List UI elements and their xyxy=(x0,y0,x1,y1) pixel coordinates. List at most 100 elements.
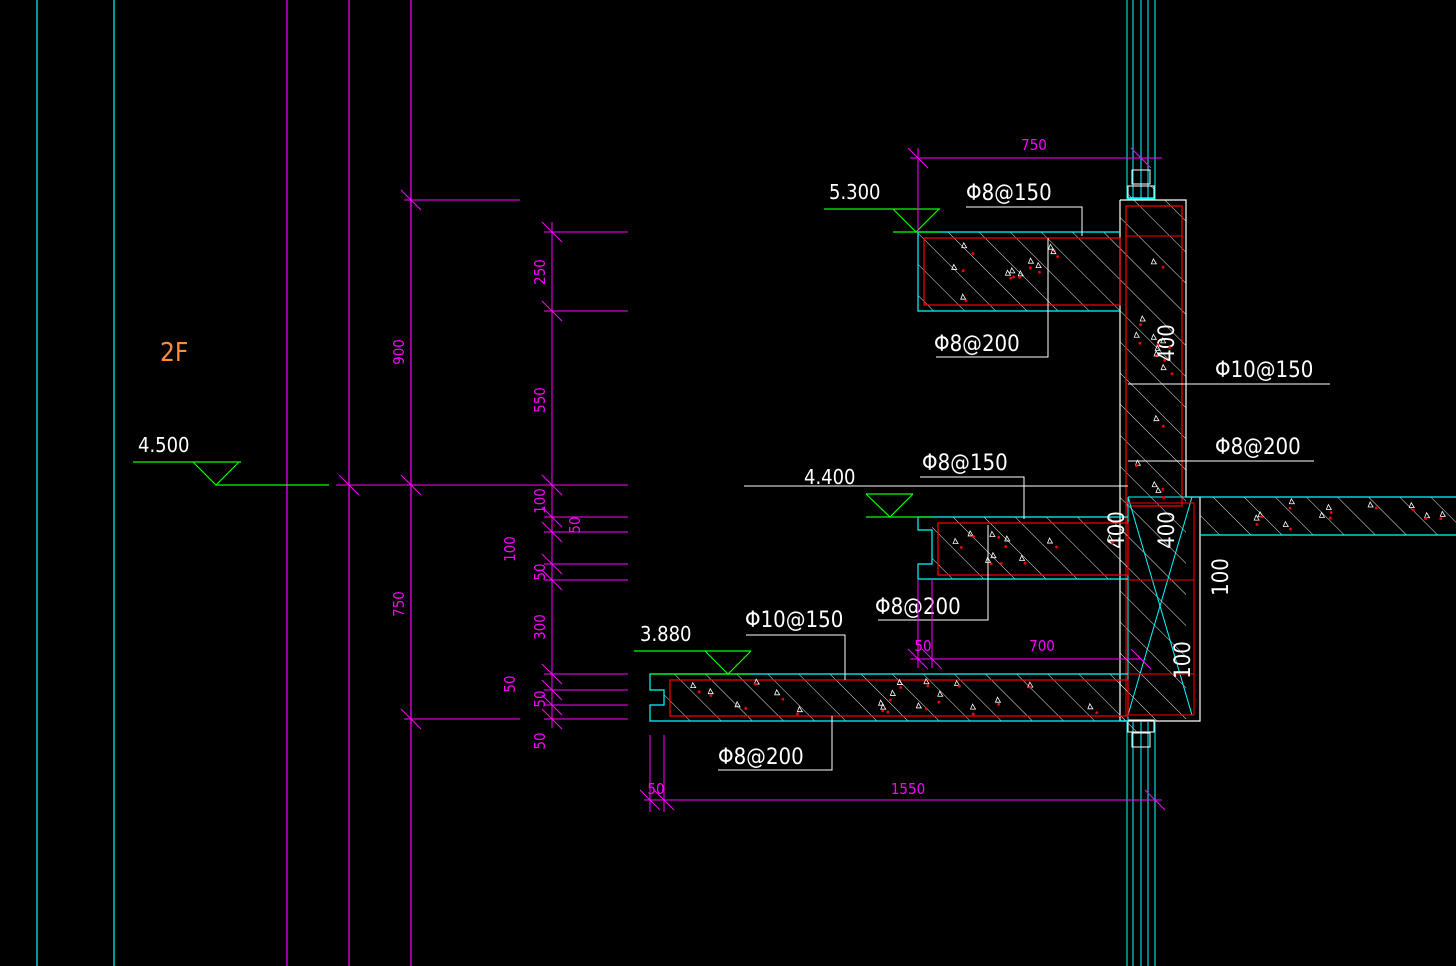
rebar-dot xyxy=(1139,323,1142,327)
rebar-dot xyxy=(1170,372,1174,376)
aggregate-mark xyxy=(734,700,741,708)
aggregate-mark xyxy=(1318,511,1326,518)
rebar-dot xyxy=(999,562,1003,565)
rebar-dot xyxy=(1023,561,1027,565)
rebar-dot xyxy=(937,700,941,704)
dim-1550: 1550 xyxy=(891,780,925,798)
dim-50e: 50 xyxy=(531,732,549,749)
aggregate-mark xyxy=(1047,243,1055,250)
rebar-dot xyxy=(1255,523,1259,526)
aggregate-mark xyxy=(1160,336,1167,344)
aggregate-mark xyxy=(1408,501,1415,509)
rebar-dot xyxy=(899,686,903,689)
elevation-marker-3880: 3.880 xyxy=(634,622,752,675)
aggregate-mark xyxy=(1027,257,1035,264)
aggregate-mark xyxy=(889,689,897,696)
rebar-dot xyxy=(1289,527,1292,531)
rebar-dot xyxy=(1161,487,1165,491)
aggregate-mark xyxy=(1150,333,1158,340)
rebar-dot xyxy=(1168,346,1172,349)
aggregate-mark xyxy=(1288,497,1296,505)
rebar-dot xyxy=(1374,506,1378,510)
window-frame-lines xyxy=(1126,0,1156,966)
aggregate-mark xyxy=(690,681,697,689)
rebar-dot xyxy=(1055,545,1059,549)
aggregate-mark xyxy=(990,551,997,559)
floor-label: 2F xyxy=(160,338,188,368)
rebar-dot xyxy=(971,712,975,716)
aggregate-mark xyxy=(1160,363,1167,371)
rebar-dot xyxy=(1329,511,1333,514)
dim-wall-400-a: 400 xyxy=(1105,511,1130,549)
rebar-dot xyxy=(1134,464,1138,468)
dim-wall-100-inner: 100 xyxy=(1171,641,1196,679)
aggregate-mark xyxy=(1046,537,1054,544)
rebar-dot xyxy=(989,562,993,566)
aggregate-mark xyxy=(1050,247,1057,255)
aggregate-mark xyxy=(878,699,885,706)
dim-50-mid: 50 xyxy=(914,637,931,655)
rebar-dot xyxy=(1328,516,1332,520)
aggregate-mark xyxy=(1439,510,1446,517)
rebar-dot xyxy=(997,702,1001,706)
aggregate-mark xyxy=(1424,511,1431,519)
top-slab xyxy=(917,231,1121,312)
aggregate-mark xyxy=(1134,459,1142,466)
aggregate-mark xyxy=(960,293,967,300)
rebar-dot xyxy=(1095,711,1099,715)
elevation-3880-label: 3.880 xyxy=(640,622,692,646)
rebar-dot xyxy=(1161,265,1165,269)
rebar-dot xyxy=(1138,341,1142,345)
aggregate-mark xyxy=(774,688,781,696)
rebar-dot xyxy=(796,712,799,716)
dim-300: 300 xyxy=(531,614,549,640)
rebar-dot xyxy=(961,269,965,272)
aggregate-mark xyxy=(1325,503,1333,510)
aggregate-mark xyxy=(1253,514,1260,521)
aggregate-mark xyxy=(969,703,977,710)
aggregate-mark xyxy=(1153,414,1160,422)
aggregate-mark xyxy=(1150,257,1158,265)
elevation-marker-4500: 4.500 xyxy=(133,433,329,486)
aggregate-mark xyxy=(1367,501,1374,508)
aggregate-mark xyxy=(951,263,958,270)
elevation-5300-label: 5.300 xyxy=(829,180,881,204)
aggregate-mark xyxy=(1154,344,1161,351)
aggregate-mark xyxy=(1019,554,1026,561)
rebar-dot xyxy=(1028,685,1032,689)
mid-dimension xyxy=(907,580,1152,670)
aggregate-mark xyxy=(1153,350,1160,357)
rebar-dot xyxy=(1038,270,1041,274)
rebar-low-slab-top: Φ10@150 xyxy=(745,608,843,633)
rebar-top-slab-bottom: Φ8@200 xyxy=(934,332,1020,357)
rebar-dot xyxy=(1411,508,1415,512)
window-sealant-top xyxy=(1127,169,1155,200)
aggregate-mark xyxy=(1133,331,1140,338)
rebar-dot xyxy=(753,682,757,686)
dim-50c: 50 xyxy=(501,675,519,692)
aggregate-mark xyxy=(1035,261,1042,268)
aggregate-mark xyxy=(1017,269,1024,277)
rebar-dot xyxy=(1424,517,1428,521)
rebar-dot xyxy=(781,697,785,701)
dim-750-left: 750 xyxy=(390,591,408,617)
aggregate-mark xyxy=(984,556,992,563)
floor-slab-right xyxy=(1200,496,1456,536)
elevation-marker-5300: 5.300 xyxy=(824,180,940,233)
aggregate-mark xyxy=(880,703,887,710)
dim-50a: 50 xyxy=(566,516,584,533)
aggregate-mark xyxy=(994,696,1002,703)
aggregate-mark xyxy=(1087,702,1094,710)
rebar-dot xyxy=(886,710,890,714)
left-grid-lines xyxy=(36,0,412,966)
rebar-dot xyxy=(1163,358,1167,362)
aggregate-mark xyxy=(937,690,944,697)
aggregate-mark xyxy=(1151,480,1158,488)
rebar-wall-outer: Φ10@150 xyxy=(1215,358,1313,383)
rebar-dot xyxy=(1162,496,1166,499)
rebar-dot xyxy=(1260,515,1264,519)
rebar-mid-slab-top: Φ8@150 xyxy=(922,451,1008,476)
rebar-dot xyxy=(889,698,892,702)
dim-750-top: 750 xyxy=(1021,136,1047,154)
